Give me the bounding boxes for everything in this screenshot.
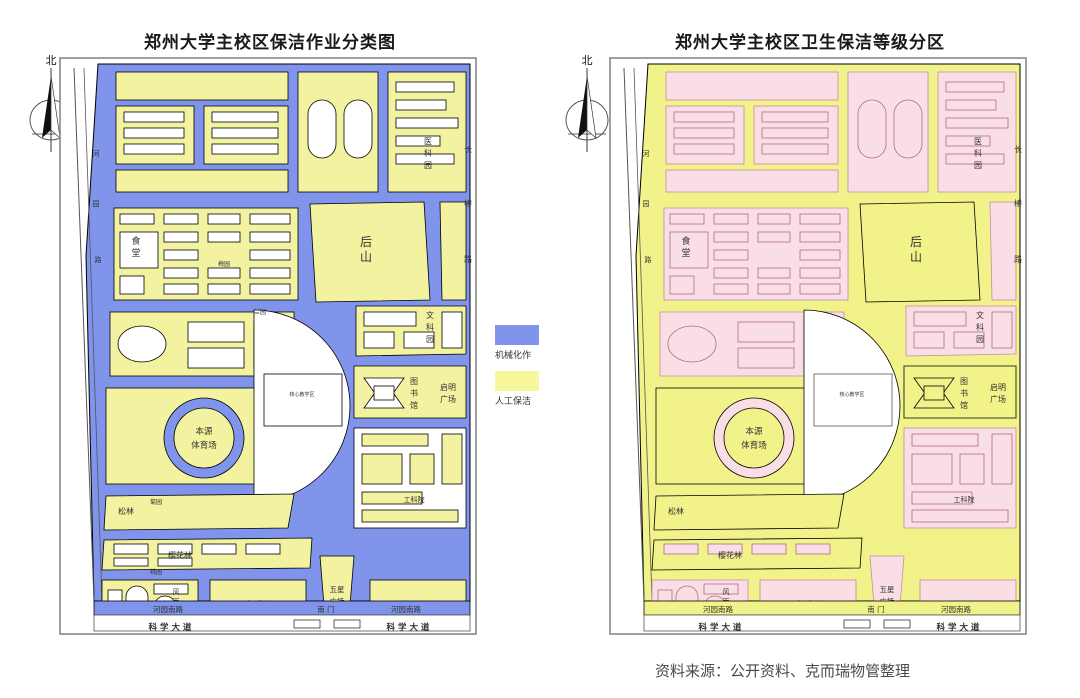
svg-text:路: 路 [95,255,102,264]
label-east-road-right: 长 [1014,144,1022,154]
label-heyuan-road-left-1: 河园南路 [153,604,183,614]
label-medical-park-left: 医 [424,137,432,146]
label-stadium-left: 本源 [195,426,213,437]
label-science-ave-left-1: 科 学 大 道 [149,622,192,633]
label-east-road-left: 长 [464,144,472,154]
label-heyuan-road-left-2: 河园南路 [391,604,421,614]
label-medical-park-right: 医 [974,137,982,146]
svg-text:路: 路 [645,255,652,264]
svg-text:广场: 广场 [990,394,1006,404]
campus-map-cleaning-operation: 后 山 食 堂 本源 体育场 核心教学区 文 科 园 图 书 馆 启明 广场 医… [59,57,477,635]
svg-text:山: 山 [360,250,372,264]
label-library-right: 图 [960,377,968,386]
label-pine-forest-right: 松林 [668,506,684,516]
legend-label-mechanized: 机械化作 [495,351,532,361]
label-heyuan-road-right-1: 河园南路 [703,604,733,614]
label-qiming-square-right: 启明 [990,382,1006,392]
label-south-gate-right: 南 门 [867,604,884,614]
label-qiming-square-left: 启明 [440,382,456,392]
label-liberal-arts-left: 文 [426,310,434,320]
svg-text:园: 园 [424,161,432,170]
label-south-gate-left: 南 门 [317,604,334,614]
label-ju-garden-left: 菊园 [150,498,162,506]
label-core-teaching-left: 核心教学区 [289,391,314,398]
label-houshan-left: 后 [360,235,372,249]
map-labels-right: 后 山 食 堂 本源 体育场 核心教学区 文 科 园 图 书 馆 启明 广场 医… [643,137,1023,626]
svg-text:园: 园 [93,200,100,208]
svg-text:科: 科 [976,322,984,332]
source-note: 资料来源：公开资料、克而瑞物管整理 [655,662,911,680]
svg-text:山: 山 [910,250,922,264]
compass-north-label-right: 北 [582,54,593,67]
legend-swatch-mechanized [495,325,539,345]
svg-text:馆: 馆 [410,400,418,410]
label-core-teaching-right: 核心教学区 [839,391,864,398]
svg-text:堂: 堂 [131,247,140,259]
label-five-star-square-right: 五星 [880,585,895,594]
label-houshan-right: 后 [910,235,922,249]
label-lan-garden-left: 兰园 [254,308,266,316]
svg-text:科: 科 [426,322,434,332]
svg-text:路: 路 [1014,254,1022,264]
legend-left: 机械化作 人工保洁 [495,325,575,417]
label-cherry-forest-left: 樱花林 [168,550,192,560]
label-engineering-park-right: 工科院 [954,495,975,504]
compass-rose-right: 北 [565,54,609,152]
building-blocks-right [651,71,1017,631]
svg-text:科: 科 [424,148,432,158]
label-heyuan-road-right-2: 河园南路 [941,604,971,614]
compass-north-label-left: 北 [46,54,57,67]
label-science-ave-right-2: 科 学 大 道 [937,622,980,633]
label-playground-left: 风 [173,588,180,596]
science-ave-strip-left [93,614,471,632]
svg-text:堂: 堂 [681,247,690,259]
svg-text:体育场: 体育场 [191,440,217,451]
svg-text:体育场: 体育场 [741,440,767,451]
label-pine-forest-left: 松林 [118,506,134,516]
svg-text:园: 园 [643,200,650,208]
label-mei-garden-left: 梅园 [218,260,230,268]
svg-text:馆: 馆 [960,400,968,410]
label-canteen-left: 食 [131,235,140,247]
svg-text:园: 园 [426,335,434,344]
svg-text:科: 科 [974,148,982,158]
science-ave-strip-right [643,614,1021,632]
label-science-ave-right-1: 科 学 大 道 [699,622,742,633]
legend-item-manual: 人工保洁 [495,371,575,407]
map-panel-cleaning-operation: 郑州大学主校区保洁作业分类图 北 [29,33,539,635]
label-playground-right: 风 [723,588,730,596]
legend-label-manual: 人工保洁 [495,397,532,407]
svg-text:园: 园 [976,335,984,344]
label-science-ave-left-2: 科 学 大 道 [387,622,430,633]
label-engineering-park-left: 工科院 [404,495,425,504]
svg-text:园: 园 [974,161,982,170]
label-tao-garden-left: 桃园 [150,568,162,576]
legend-item-mechanized: 机械化作 [495,325,575,361]
svg-text:书: 书 [410,388,418,398]
svg-text:椿: 椿 [1014,198,1022,208]
label-stadium-right: 本源 [745,426,763,437]
page-title-left: 郑州大学主校区保洁作业分类图 [144,33,396,53]
label-west-road-left: 河 [93,150,100,158]
label-cherry-forest-right: 樱花林 [718,550,742,560]
label-library-left: 图 [410,377,418,386]
svg-text:路: 路 [464,254,472,264]
map-panel-sanitation-grade: 郑州大学主校区卫生保洁等级分区 北 [540,0,1080,698]
label-five-star-square-left: 五星 [330,585,345,594]
page-title-right: 郑州大学主校区卫生保洁等级分区 [675,33,945,53]
label-west-road-right: 河 [643,150,650,158]
legend-swatch-manual [495,371,539,391]
campus-map-sanitation-grade: 后 山 食 堂 本源 体育场 核心教学区 文 科 园 图 书 馆 启明 广场 医… [609,57,1027,635]
label-canteen-right: 食 [681,235,690,247]
svg-text:书: 书 [960,388,968,398]
svg-text:椿: 椿 [464,198,472,208]
svg-text:广场: 广场 [440,394,456,404]
label-liberal-arts-right: 文 [976,310,984,320]
